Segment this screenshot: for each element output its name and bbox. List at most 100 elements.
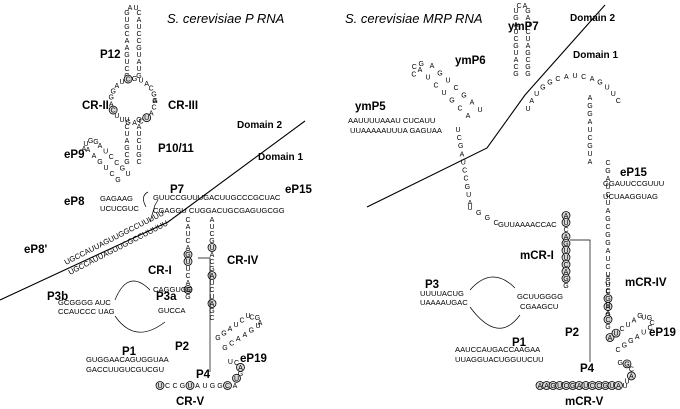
nucleotide-glyph: A xyxy=(210,252,215,259)
conserved-nucleotide-marker xyxy=(605,333,615,342)
label-p2-right: P2 xyxy=(565,327,579,339)
nucleotide-glyph: C xyxy=(525,57,530,64)
nucleotide-glyph: C xyxy=(619,326,624,333)
conserved-nucleotide-marker xyxy=(183,285,193,294)
nucleotide-glyph: A xyxy=(238,365,243,372)
nucleotide-glyph: G xyxy=(550,383,555,390)
conserved-nucleotide-marker xyxy=(622,359,632,369)
nucleotide-glyph: G xyxy=(563,283,568,290)
nucleotide-glyph: U xyxy=(209,294,214,301)
nucleotide-glyph: U xyxy=(611,91,616,98)
nucleotide-glyph: U xyxy=(467,205,472,212)
nucleotide-glyph: C xyxy=(151,104,156,111)
label-ymp6: ymP6 xyxy=(455,55,486,67)
nucleotide-glyph: A xyxy=(418,67,423,74)
nucleotide-glyph: C xyxy=(139,118,144,125)
conserved-nucleotide-marker xyxy=(207,243,217,252)
label-ep19-right: eP19 xyxy=(649,327,676,339)
label-ymp7: ymP7 xyxy=(508,21,539,33)
nucleotide-glyph: U xyxy=(525,36,530,43)
nucleotide-glyph: U xyxy=(461,159,466,166)
nucleotide-glyph: A xyxy=(228,326,233,333)
nucleotide-glyph: G xyxy=(570,383,575,390)
p3r-top-seq: UUUUACUG xyxy=(420,289,464,298)
nucleotide-glyph: C xyxy=(111,108,116,115)
cr-bracket-line xyxy=(198,257,211,372)
nucleotide-glyph: C xyxy=(109,154,114,161)
nucleotide-glyph: U xyxy=(513,29,518,36)
nucleotide-glyph: G xyxy=(563,241,568,248)
nucleotide-glyph: G xyxy=(605,232,610,239)
p1r-top-seq: AAUCCAUGACCAAGAA xyxy=(455,345,541,354)
nucleotide-glyph: A xyxy=(137,59,142,66)
nucleotide-glyph: U xyxy=(144,115,149,122)
nucleotide-glyph: G xyxy=(115,177,120,184)
nucleotide-glyph: A xyxy=(526,15,531,22)
nucleotide-glyph: A xyxy=(210,301,215,308)
label-cr-ii: CR-II xyxy=(82,100,109,112)
nucleotide-glyph: A xyxy=(577,383,582,390)
nucleotide-glyph: U xyxy=(136,131,141,138)
mrp-rna-title: S. cerevisiae MRP RNA xyxy=(345,11,483,26)
nucleotide-glyph: C xyxy=(463,176,468,183)
conserved-nucleotide-marker xyxy=(123,74,133,84)
nucleotide-glyph: A xyxy=(210,217,215,224)
nucleotide-glyph: A xyxy=(242,332,247,339)
nucleotide-glyph: C xyxy=(185,238,190,245)
p7-ep15-stem: GUUCCGUUUGACUUGCCCGCUAC CGAGGU CUGGACUGC… xyxy=(143,191,285,215)
nucleotide-glyph: A xyxy=(470,100,475,107)
nucleotide-glyph: A xyxy=(564,213,569,220)
nucleotide-glyph: G xyxy=(587,111,592,118)
nucleotide-glyph: U xyxy=(466,192,471,199)
nucleotide-glyph: U xyxy=(209,245,214,252)
nucleotide-glyph: G xyxy=(209,266,214,273)
label-p1-right: P1 xyxy=(512,337,527,349)
nucleotide-glyph: C xyxy=(587,135,592,142)
nucleotide-glyph: U xyxy=(103,165,108,172)
nucleotide-glyph: U xyxy=(605,200,610,207)
nucleotide-glyph: A xyxy=(608,335,613,342)
nucleotide-glyph: U xyxy=(587,127,592,134)
p3-loop-bottom xyxy=(114,315,166,333)
ymp5-top-seq: AAUUUUAAAU CUCAUU xyxy=(348,116,435,125)
nucleotide-glyph: G xyxy=(624,361,629,368)
ep15-stem-right: GGAUUCCGUUU UCUAAGGUAG xyxy=(603,179,664,201)
nucleotide-glyph: U xyxy=(103,149,108,156)
nucleotide-glyph: G xyxy=(513,15,518,22)
nucleotide-glyph: G xyxy=(215,335,220,342)
nucleotide-glyph: A xyxy=(466,113,471,120)
nucleotide-glyph: A xyxy=(137,17,142,24)
nucleotide-glyph: G xyxy=(124,10,129,17)
label-p12: P12 xyxy=(100,49,120,61)
nucleotide-glyph: G xyxy=(547,80,552,87)
nucleotide-glyph: C xyxy=(629,367,634,374)
ep8-top-seq: GAGAAG xyxy=(100,194,133,203)
nucleotide-glyph: U xyxy=(136,66,141,73)
nucleotide-glyph: A xyxy=(128,5,133,12)
p-rna-domain2-label: Domain 2 xyxy=(237,120,282,131)
nucleotide-glyph: G xyxy=(249,327,254,334)
nucleotide-glyph: A xyxy=(233,383,238,390)
nucleotide-glyph: C xyxy=(109,171,114,178)
nucleotide-glyph: G xyxy=(605,324,610,331)
nucleotide-glyph: A xyxy=(132,120,137,127)
p1-stem-right: AAUCCAUGACCAAGAA UUAGGUACUGGUUCUU xyxy=(455,345,544,364)
nucleotide-glyph: C xyxy=(605,264,610,271)
nucleotide-glyph: C xyxy=(209,315,214,322)
nucleotide-glyph: G xyxy=(449,98,454,105)
nucleotide-glyph: A xyxy=(616,383,621,390)
nucleotide-glyph: G xyxy=(465,184,470,191)
nucleotide-glyph: C xyxy=(225,383,230,390)
nucleotide-glyph: U xyxy=(525,22,530,29)
nucleotide-glyph: A xyxy=(149,110,154,117)
nucleotide-glyph: U xyxy=(477,107,482,114)
nucleotide-glyph: G xyxy=(124,145,129,152)
nucleotide-glyph: C xyxy=(605,192,610,199)
nucleotide-glyph: A xyxy=(514,22,519,29)
label-ep8p: eP8' xyxy=(24,244,47,256)
